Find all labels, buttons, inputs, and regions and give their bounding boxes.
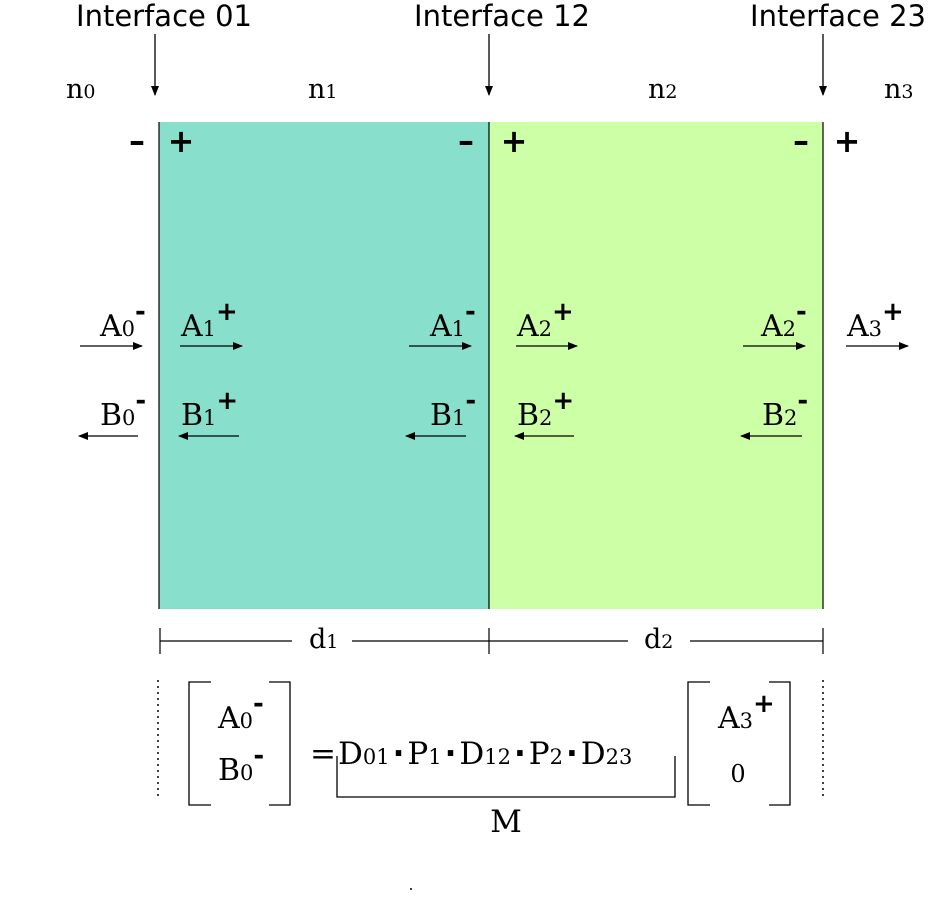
- stray-dot: [410, 888, 412, 890]
- interface-23-label: Interface 23: [750, 0, 926, 33]
- amplitude-a2-plus: A2+: [516, 297, 574, 344]
- rhs-bracket-left: [687, 681, 710, 806]
- thickness-d2: d2: [644, 624, 673, 655]
- amplitude-a2-minus: A2-: [760, 297, 807, 344]
- sign-plus-01: +: [168, 122, 195, 160]
- layer-1: [159, 122, 489, 609]
- amplitude-a1-plus: A1+: [180, 297, 238, 344]
- sign-plus-12: +: [501, 122, 528, 160]
- thickness-d1: d1: [309, 624, 338, 655]
- sign-plus-23: +: [834, 122, 861, 160]
- amplitude-b2-plus: B2+: [517, 386, 574, 433]
- amplitude-a3-plus: A3+: [846, 297, 904, 344]
- amplitude-a0-minus: A0-: [99, 297, 146, 344]
- lhs-a0-minus: A0-: [217, 689, 264, 736]
- rhs-a3-plus: A3+: [717, 689, 775, 736]
- sign-minus-12: –: [458, 122, 474, 160]
- rhs-bracket-right: [769, 681, 791, 806]
- equals-sign: =: [310, 736, 336, 772]
- amplitude-b1-minus: B1-: [430, 386, 476, 433]
- lhs-bracket-right: [269, 681, 291, 806]
- matrix-product: D01·P1·D12·P2·D23: [338, 736, 632, 772]
- amplitude-a1-minus: A1-: [429, 297, 476, 344]
- interface-01-label: Interface 01: [76, 0, 252, 33]
- amplitude-b1-plus: B1+: [181, 386, 238, 433]
- rhs-zero: 0: [730, 760, 745, 788]
- index-n3: n3: [884, 74, 913, 105]
- sign-minus-23: –: [793, 122, 809, 160]
- index-n1: n1: [308, 74, 337, 105]
- layer-2: [489, 122, 823, 609]
- amplitude-b0-minus: B0-: [100, 386, 146, 433]
- matrix-brace: [336, 756, 676, 798]
- index-n2: n2: [648, 74, 677, 105]
- lhs-b0-minus: B0-: [218, 741, 264, 788]
- index-n0: n0: [66, 74, 95, 105]
- lhs-bracket-left: [188, 681, 211, 806]
- matrix-label: M: [490, 804, 522, 840]
- sign-minus-01: –: [129, 122, 145, 160]
- amplitude-b2-minus: B2-: [762, 386, 808, 433]
- interface-12-label: Interface 12: [414, 0, 590, 33]
